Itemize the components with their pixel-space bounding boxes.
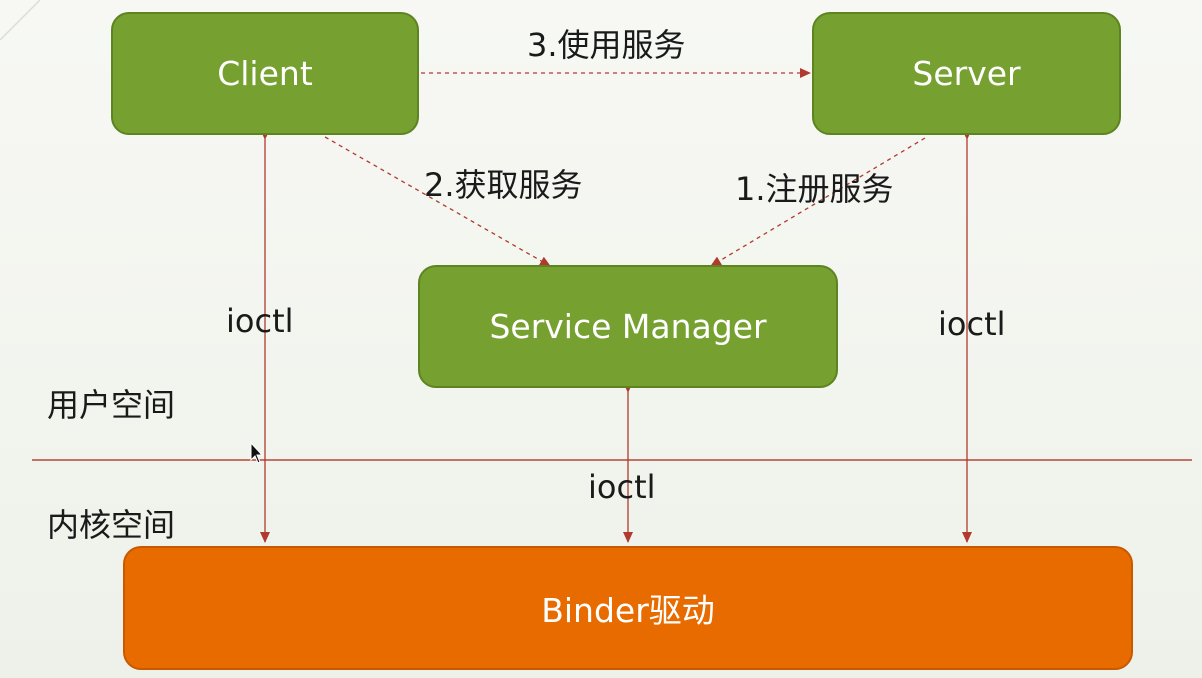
edge-label-get-service: 2.获取服务 bbox=[424, 166, 583, 204]
edge-label-ioctl-client: ioctl bbox=[226, 302, 294, 340]
region-label-user-space: 用户空间 bbox=[47, 386, 176, 424]
edge-get-service bbox=[324, 136, 551, 267]
edge-label-use-service: 3.使用服务 bbox=[527, 26, 686, 64]
region-label-kernel-space: 内核空间 bbox=[47, 506, 176, 544]
mouse-pointer-icon bbox=[250, 442, 264, 464]
binder-driver-node: Binder驱动 bbox=[123, 546, 1133, 670]
client-node-label: Client bbox=[217, 54, 313, 93]
edge-register-service bbox=[710, 137, 926, 267]
server-node-label: Server bbox=[912, 54, 1021, 93]
binder-driver-node-label: Binder驱动 bbox=[541, 591, 715, 630]
edge-label-ioctl-service-manager: ioctl bbox=[588, 468, 656, 506]
service-manager-node: Service Manager bbox=[418, 265, 838, 388]
server-node: Server bbox=[812, 12, 1121, 135]
edge-label-register-service: 1.注册服务 bbox=[735, 170, 894, 208]
service-manager-node-label: Service Manager bbox=[489, 307, 767, 346]
edge-label-ioctl-server: ioctl bbox=[938, 305, 1006, 343]
decorative-corner-line bbox=[0, 0, 41, 41]
client-node: Client bbox=[111, 12, 419, 135]
